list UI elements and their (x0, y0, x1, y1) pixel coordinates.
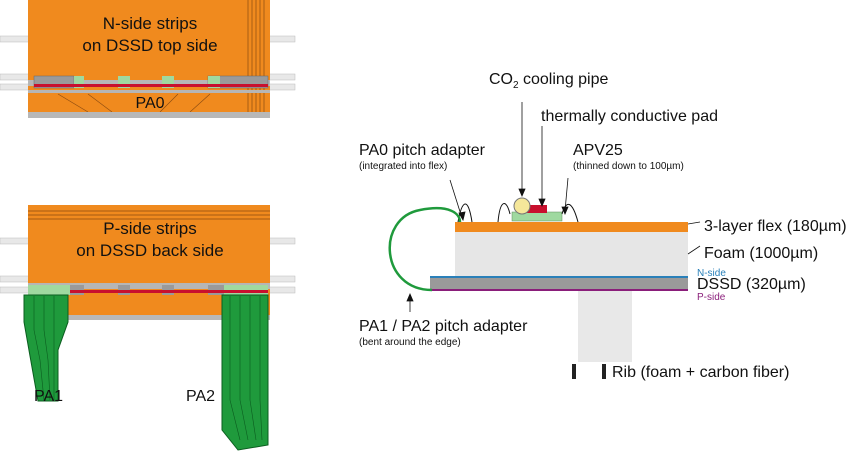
rib-marker (602, 364, 606, 379)
rail (0, 73, 31, 81)
pa1-traces (33, 296, 55, 401)
pa0-label: PA0 (135, 95, 164, 112)
pside-label: P-side (697, 292, 726, 303)
rail (267, 275, 296, 283)
pa0-pitch-adapter-note: (integrated into flex) (359, 161, 447, 172)
sensor-strip-lines (28, 210, 270, 220)
rail (267, 73, 296, 81)
dssd-label: DSSD (320µm) (697, 276, 806, 293)
thermal-pad-label: thermally conductive pad (541, 108, 718, 125)
thermal-pad (522, 205, 547, 213)
sensor-base (28, 315, 270, 320)
co2-label: CO2 cooling pipe (489, 71, 609, 91)
chip-row-band (28, 80, 270, 86)
pa0-pitch-adapter-label: PA0 pitch adapter (359, 142, 486, 159)
pside-panel: P-side strips on DSSD back side PA1 PA2 (0, 205, 296, 451)
sensor-body (28, 0, 270, 112)
lower-rail-band (28, 90, 270, 93)
pside-title-line2: on DSSD back side (76, 241, 223, 260)
rail (0, 275, 31, 283)
cross-section: CO2 cooling pipe thermally conductive pa… (359, 71, 847, 381)
pa1-flex (23, 294, 69, 402)
rail (267, 237, 296, 245)
nside-panel: N-side strips on DSSD top side PA0 (0, 0, 296, 118)
rail (267, 286, 296, 294)
rib (578, 290, 632, 362)
sensor-strip-lines (247, 0, 265, 112)
apv25-label: APV25 (573, 142, 623, 159)
rail (0, 35, 31, 43)
rib-marker (572, 364, 576, 379)
signal-bus (34, 84, 268, 87)
pa12-note: (bent around the edge) (359, 337, 461, 348)
pa12-label: PA1 / PA2 pitch adapter (359, 318, 528, 335)
pside-title-line1: P-side strips (103, 219, 197, 238)
sensor-base (28, 112, 270, 118)
pa12-bent-flex (388, 206, 462, 292)
foam-layer (455, 232, 688, 277)
rail (267, 83, 296, 91)
rail (0, 83, 31, 91)
rail (0, 286, 31, 294)
flex-layer (455, 222, 688, 232)
nside-title-line1: N-side strips (103, 14, 197, 33)
pa2-traces (229, 296, 263, 441)
signal-bus (70, 290, 268, 293)
rail (0, 237, 31, 245)
rail (267, 35, 296, 43)
dssd-layer (430, 278, 688, 289)
pa2-flex (221, 294, 269, 451)
chip-row-band (28, 283, 270, 289)
pa1-label: PA1 (34, 388, 63, 405)
flex-label: 3-layer flex (180µm) (704, 218, 847, 235)
rib-label: Rib (foam + carbon fiber) (612, 364, 789, 381)
pa2-label: PA2 (186, 388, 215, 405)
nside-title-line2: on DSSD top side (82, 36, 217, 55)
nside-surface (430, 276, 688, 278)
foam-label: Foam (1000µm) (704, 245, 818, 262)
co2-pipe (513, 197, 531, 215)
nside-label: N-side (697, 268, 726, 279)
pointer-arrows (406, 102, 701, 312)
pa0-fanout-lines (57, 93, 211, 113)
pside-surface (430, 289, 688, 291)
apv25-note: (thinned down to 100µm) (573, 161, 684, 172)
